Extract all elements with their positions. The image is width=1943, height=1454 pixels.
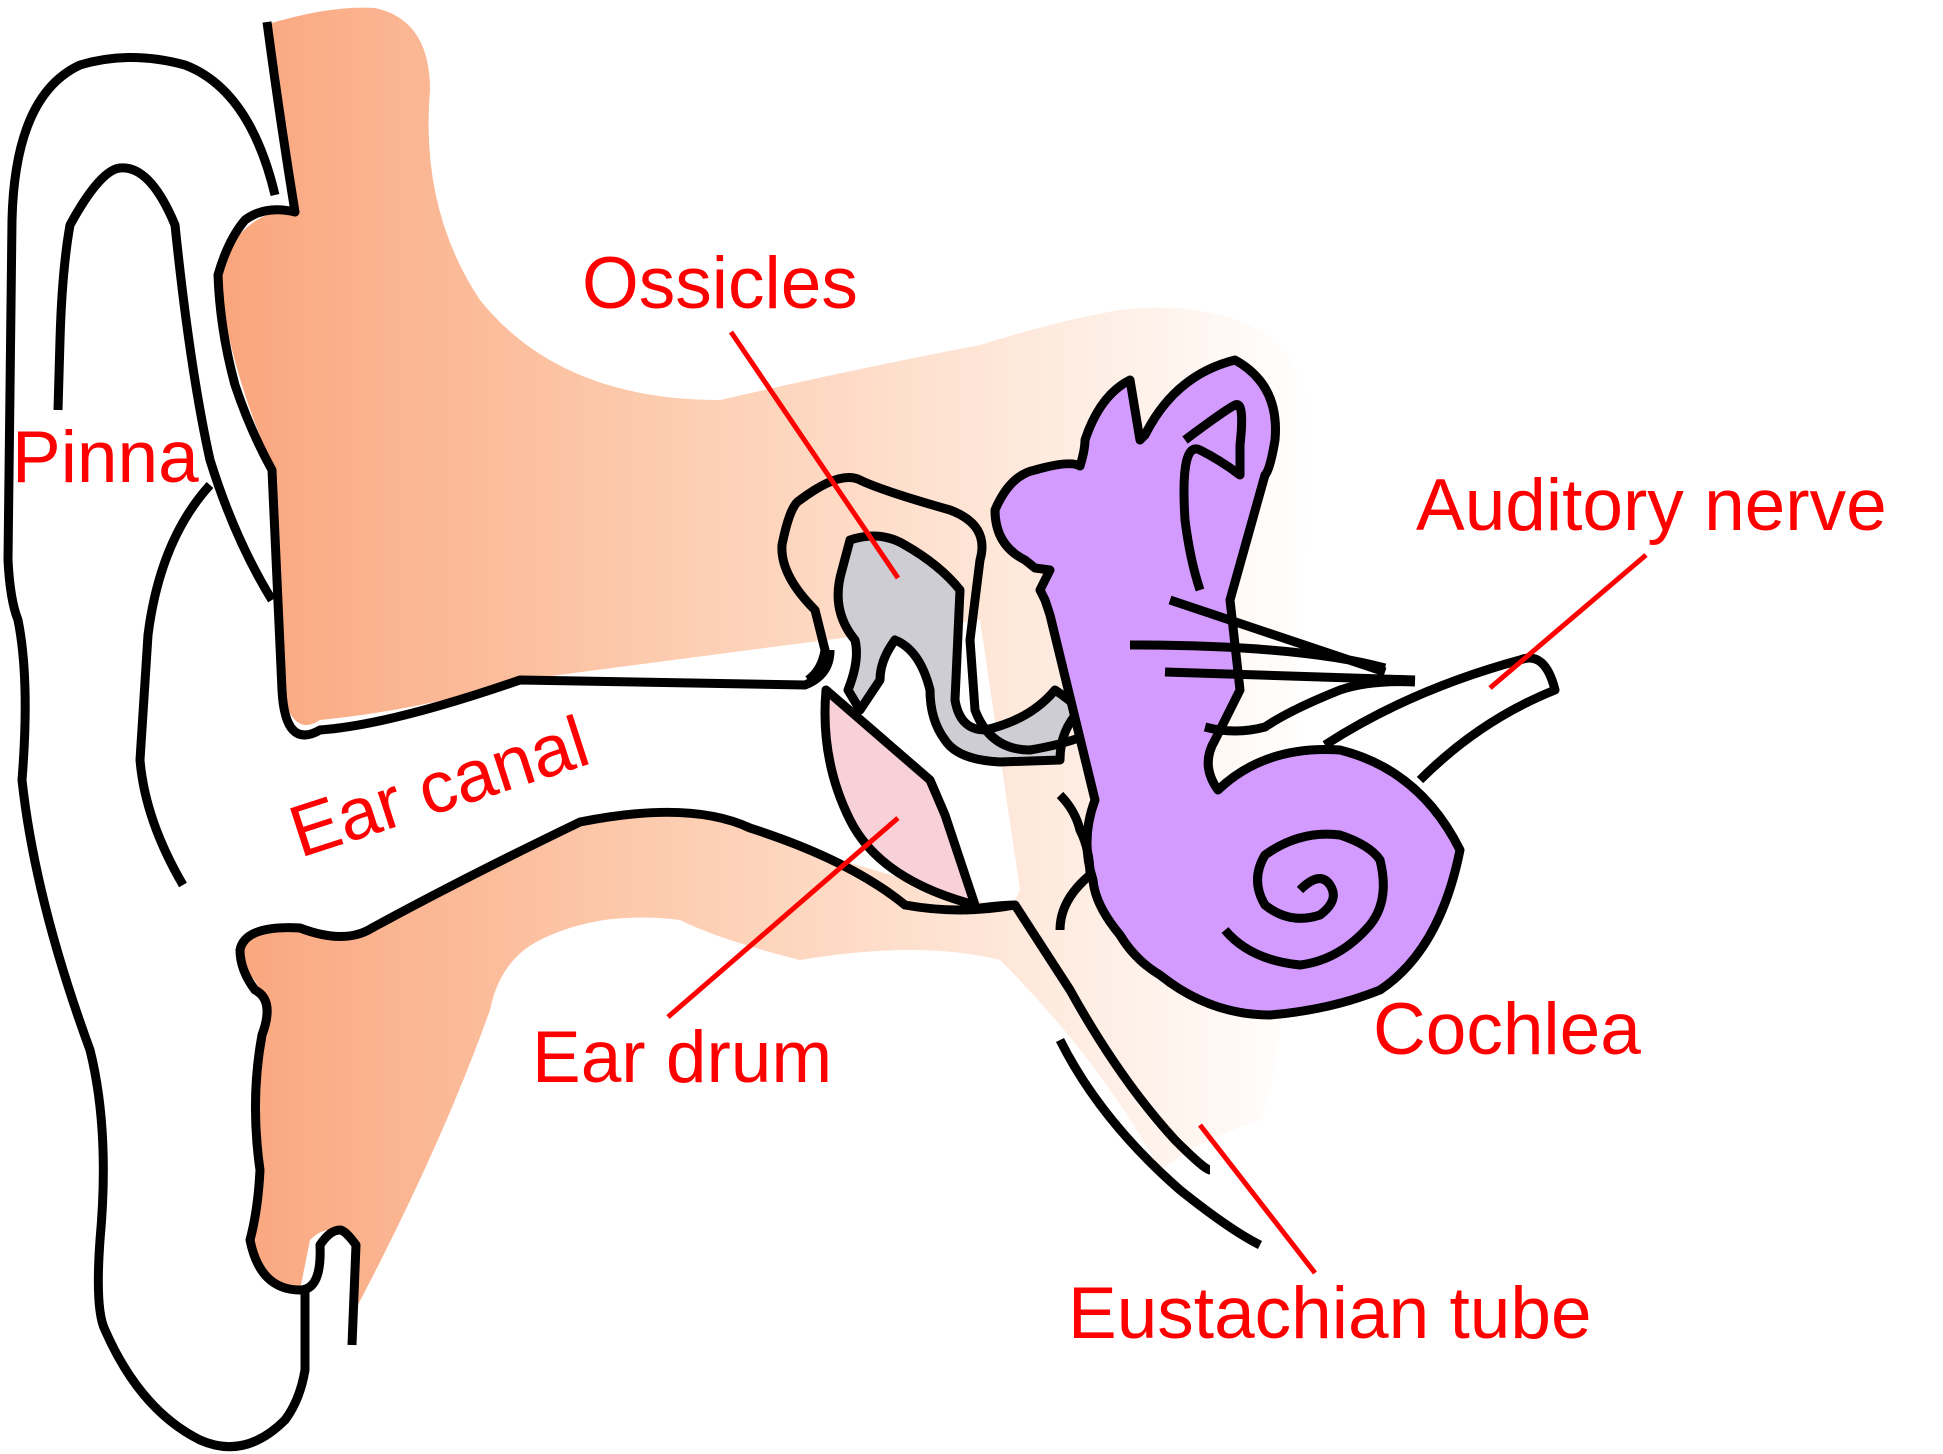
pinna-outer-outline	[3, 53, 310, 1452]
eustachian-tube-label: Eustachian tube	[1068, 1273, 1592, 1354]
ear-drum-shape[interactable]	[820, 685, 980, 910]
ossicles-label: Ossicles	[582, 243, 858, 324]
malleus-outline	[777, 473, 1114, 755]
lobe-outline	[235, 807, 1016, 1346]
semicircular-canal-inner	[1179, 400, 1247, 592]
cochlea-spiral	[1221, 829, 1388, 970]
cochlea-shape[interactable]	[990, 355, 1465, 1020]
pinna-inner-helix	[53, 163, 276, 603]
auditory-nerve-leader-line	[1488, 553, 1648, 690]
auditory-nerve-branch	[1322, 653, 1560, 784]
ossicles-leader-line	[728, 330, 901, 580]
pinna-label: Pinna	[12, 417, 199, 498]
ear-drum-label: Ear drum	[532, 1017, 832, 1098]
cochlea-label: Cochlea	[1373, 989, 1641, 1070]
skin-tissue-region	[218, 7, 1312, 1321]
eustachian-tube-lower	[1055, 791, 1095, 931]
ossicles-shape[interactable]	[833, 531, 1085, 767]
helix-rim	[213, 21, 835, 740]
eustachian-tube-outline	[964, 900, 1263, 1250]
auditory-nerve-lines	[1129, 595, 1416, 736]
pinna-antihelix	[135, 481, 214, 888]
ear-drum-leader-line	[666, 816, 900, 1019]
auditory-nerve-label: Auditory nerve	[1416, 465, 1887, 546]
eustachian-tube-leader-line	[1198, 1123, 1317, 1275]
